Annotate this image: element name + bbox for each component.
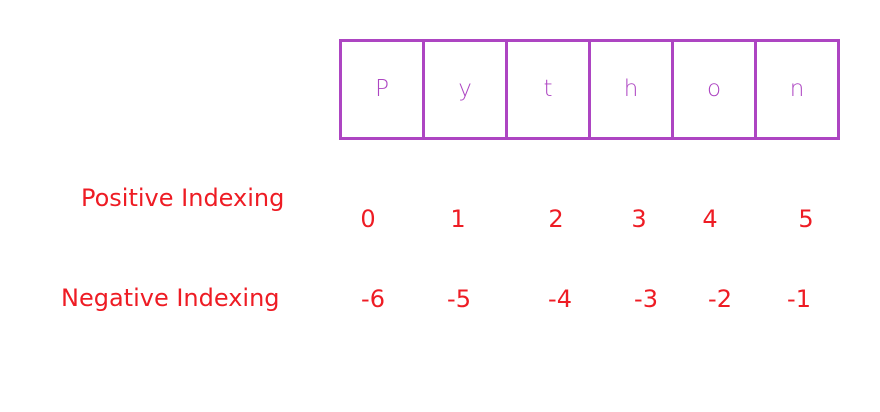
negative-index-5: -1: [787, 285, 811, 313]
char-cell-2: t: [505, 42, 588, 137]
positive-index-1: 1: [450, 205, 466, 233]
char-cell-3: h: [588, 42, 671, 137]
char-cell-5: n: [754, 42, 837, 137]
positive-index-3: 3: [631, 205, 647, 233]
char-cell-1: y: [422, 42, 505, 137]
character-strip: P y t h o n: [339, 39, 840, 140]
negative-index-3: -3: [634, 285, 658, 313]
positive-index-2: 2: [548, 205, 564, 233]
char-cell-0: P: [375, 75, 389, 102]
negative-index-0: -6: [361, 285, 385, 313]
positive-index-0: 0: [360, 205, 376, 233]
positive-indexing-label: Positive Indexing: [81, 184, 285, 212]
negative-indexing-label: Negative Indexing: [61, 284, 280, 312]
negative-index-2: -4: [548, 285, 572, 313]
positive-index-4: 4: [702, 205, 718, 233]
positive-index-5: 5: [798, 205, 814, 233]
negative-index-4: -2: [708, 285, 732, 313]
negative-index-1: -5: [447, 285, 471, 313]
char-cell-4: o: [671, 42, 754, 137]
